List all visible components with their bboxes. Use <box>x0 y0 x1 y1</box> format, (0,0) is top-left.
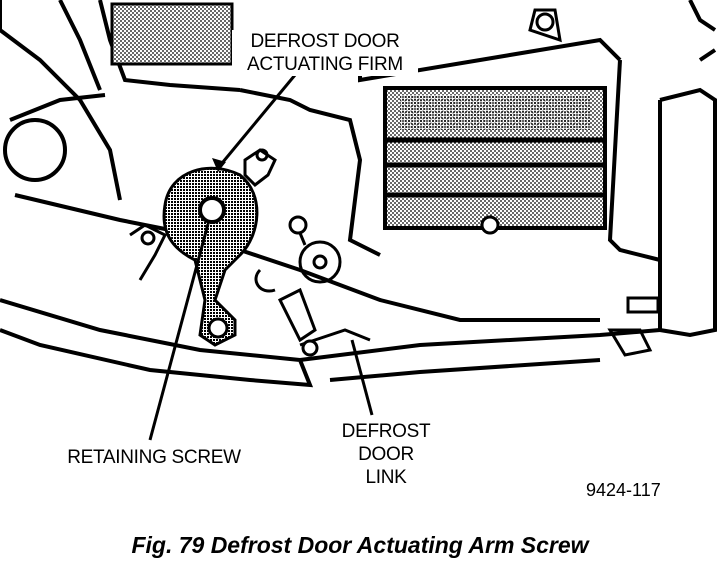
duct-highlight <box>400 95 590 130</box>
duct-slats <box>385 137 605 198</box>
round-port <box>3 118 67 182</box>
callout-actuating-arm: DEFROST DOOR ACTUATING FIRM <box>232 30 418 76</box>
callout-door-link: DEFROST DOOR LINK <box>341 421 431 488</box>
right-bracket <box>607 296 660 357</box>
arrow-head <box>212 158 226 172</box>
housing-right-frame <box>658 0 717 338</box>
stippled-vent-top <box>110 2 234 66</box>
link-pivot <box>254 215 342 293</box>
leader-lines <box>148 74 374 441</box>
top-tab <box>528 8 562 43</box>
top-tab-hole <box>535 12 555 32</box>
figure-number: 9424-117 <box>586 480 661 500</box>
retaining-screw-head <box>198 196 226 224</box>
window-tab-hole <box>480 215 500 235</box>
figure-caption: Fig. 79 Defrost Door Actuating Arm Screw <box>131 532 589 558</box>
clip-left <box>129 223 168 281</box>
door-link-rod <box>277 287 371 357</box>
callout-retaining-screw: RETAINING SCREW <box>67 447 241 468</box>
actuating-arm-cam <box>162 166 259 347</box>
arm-pivot-hole <box>207 317 229 339</box>
clip-upper <box>243 148 277 187</box>
housing-upper-left <box>0 0 241 201</box>
defrost-door-illustration <box>0 0 717 441</box>
